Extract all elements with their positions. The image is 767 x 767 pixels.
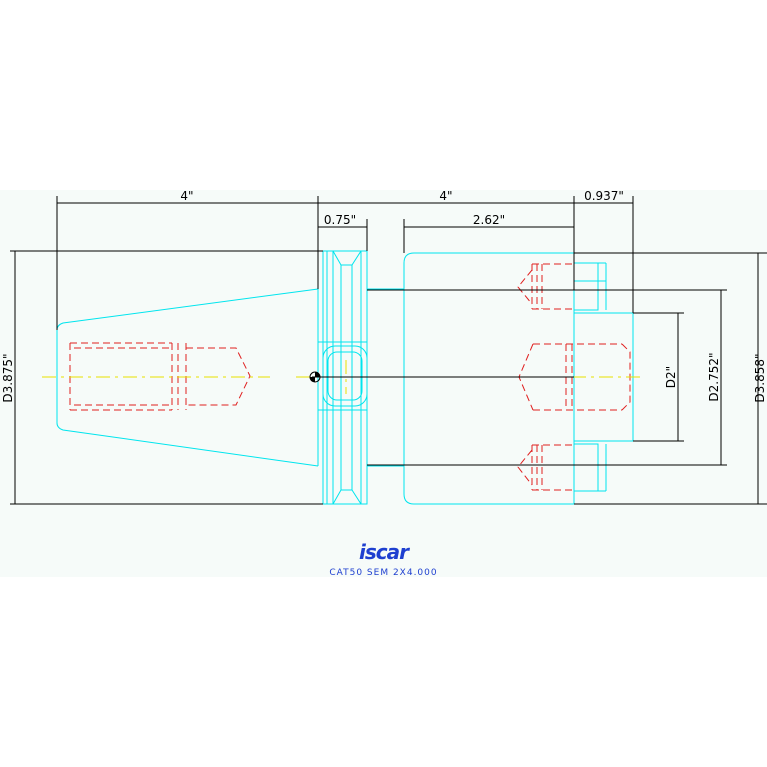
dim-shank-length: 4" xyxy=(180,189,193,203)
drive-slot xyxy=(322,345,368,407)
top-screw-hole xyxy=(517,263,574,310)
taper-shank-outline xyxy=(56,288,319,467)
dim-flange-diameter: D3.875" xyxy=(1,353,15,402)
v-groove-top xyxy=(332,250,362,266)
dim-bore-depth: 2.62" xyxy=(473,213,505,227)
dim-body-diameter: D3.858" xyxy=(753,353,767,402)
body-outline xyxy=(403,252,575,505)
top-screw-head xyxy=(573,262,599,311)
dim-bolt-circle-diameter: D2.752" xyxy=(707,352,721,401)
drawing-caption: CAT50 SEM 2X4.000 xyxy=(329,568,438,578)
dim-pilot-diameter: D2" xyxy=(664,366,678,388)
bottom-screw-hole xyxy=(517,444,574,491)
dim-face-length: 0.937" xyxy=(584,189,624,203)
bottom-screw-head xyxy=(573,443,599,492)
dim-body-length: 4" xyxy=(439,189,452,203)
gauge-point-marker xyxy=(309,371,321,383)
logo-text: iscar xyxy=(359,540,409,564)
dim-flange-width: 0.75" xyxy=(324,213,356,227)
v-groove-bottom xyxy=(332,489,362,505)
neck-outline xyxy=(367,288,404,467)
drawing-sheet xyxy=(0,190,767,577)
dimension-lines xyxy=(10,196,767,505)
iscar-logo-icon: iscar xyxy=(0,540,767,564)
